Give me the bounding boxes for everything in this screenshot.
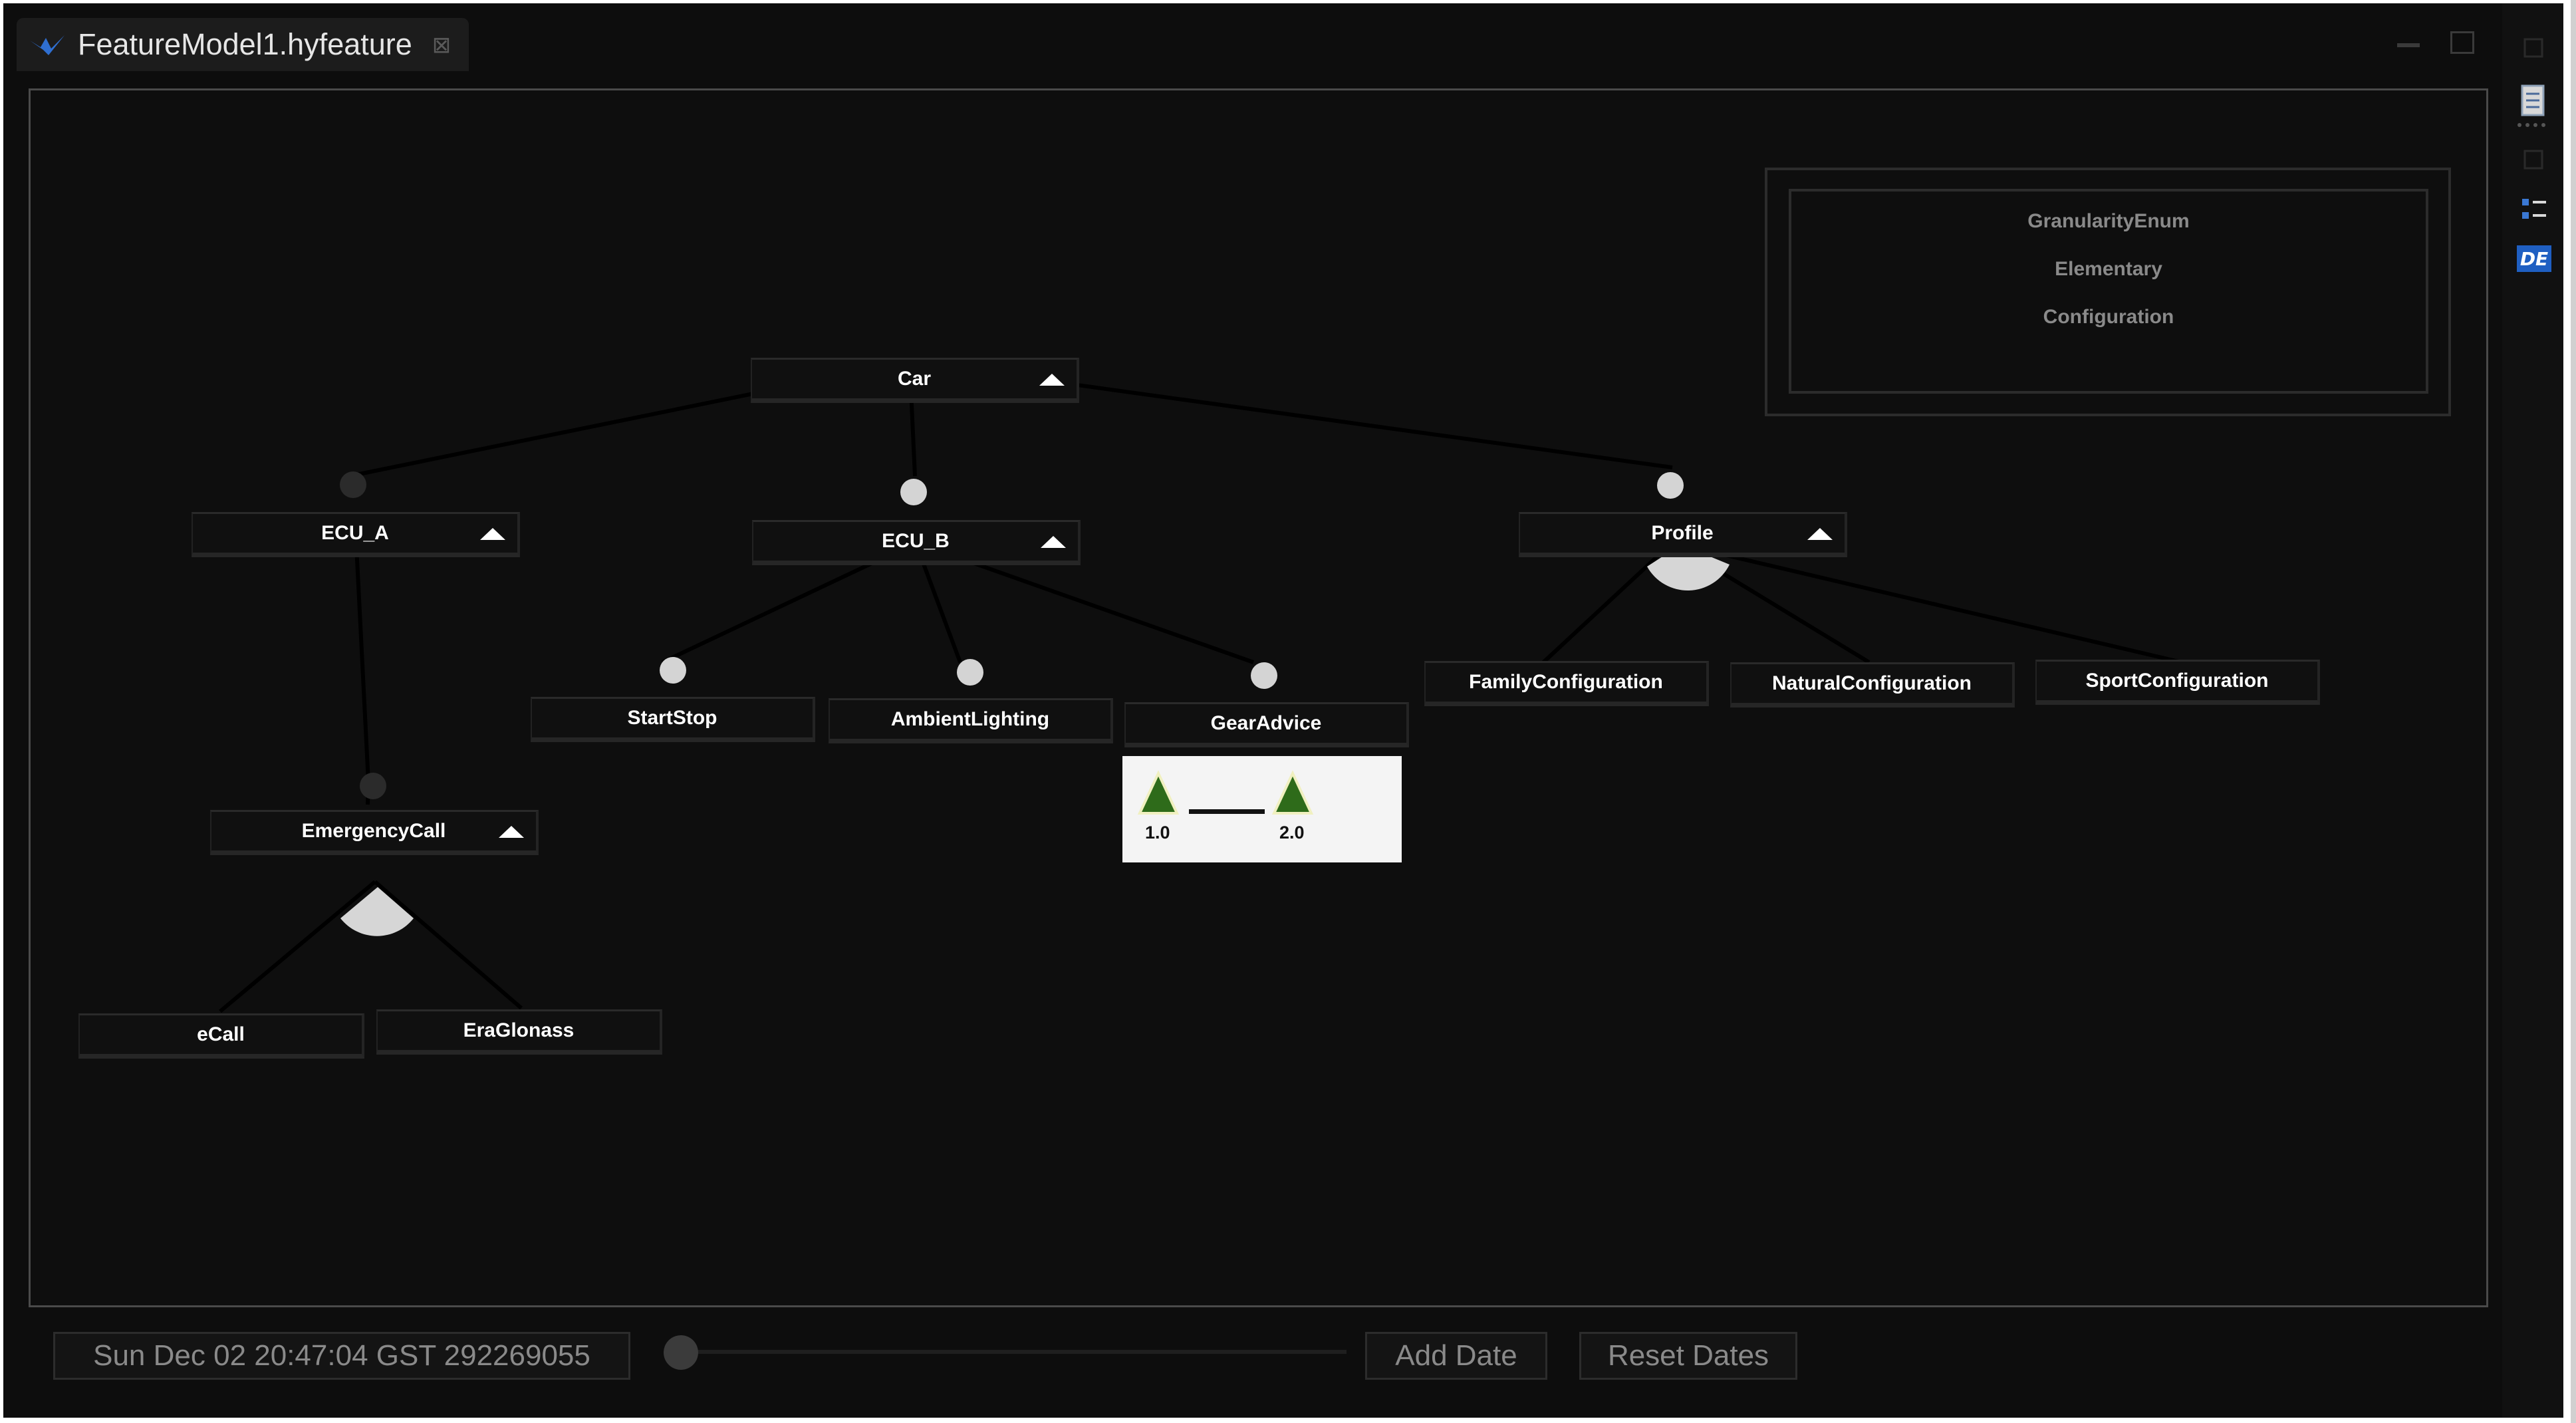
feature-node-emergencycall[interactable]: EmergencyCall — [210, 810, 539, 855]
optional-marker-startstop — [660, 657, 686, 684]
feature-node-ecu-a[interactable]: ECU_A — [192, 512, 520, 557]
feature-node-ecall[interactable]: eCall — [78, 1013, 364, 1059]
feature-label: ECU_A — [321, 522, 389, 544]
feature-label: SportConfiguration — [2085, 670, 2269, 692]
window-edge — [2571, 0, 2576, 1423]
collapse-arrow-icon[interactable] — [480, 528, 505, 540]
version-marker-icon[interactable] — [1136, 769, 1181, 817]
optional-marker-gearadvice — [1251, 662, 1277, 689]
feature-node-naturalconfiguration[interactable]: NaturalConfiguration — [1730, 662, 2015, 708]
legend-item: Elementary — [2055, 258, 2162, 280]
hyfeature-file-icon — [30, 35, 64, 55]
feature-label: Profile — [1651, 522, 1714, 544]
optional-marker-ecu-b — [900, 479, 927, 505]
gearadvice-version-panel: 1.0 2.0 — [1122, 756, 1402, 862]
right-toolbar: DE — [2502, 3, 2563, 1418]
feature-label: GearAdvice — [1210, 712, 1322, 734]
feature-label: eCall — [197, 1023, 245, 1045]
feature-label: NaturalConfiguration — [1772, 672, 1972, 694]
version-label: 2.0 — [1279, 823, 1305, 842]
de-icon[interactable]: DE — [2517, 245, 2551, 272]
legend-item: GranularityEnum — [2027, 210, 2190, 232]
collapse-arrow-icon[interactable] — [1807, 528, 1833, 540]
add-date-button[interactable]: Add Date — [1365, 1332, 1547, 1380]
collapsed-view-icon-2[interactable] — [2522, 148, 2545, 171]
feature-node-profile[interactable]: Profile — [1519, 512, 1847, 557]
version-label: 1.0 — [1145, 823, 1170, 842]
version-connector — [1189, 809, 1265, 814]
separator-dots-icon — [2517, 123, 2545, 127]
feature-label: AmbientLighting — [890, 708, 1050, 730]
document-icon[interactable] — [2518, 83, 2547, 118]
feature-label: Car — [897, 368, 932, 390]
feature-label: ECU_B — [882, 530, 950, 552]
feature-label: EraGlonass — [463, 1019, 575, 1041]
date-slider-track[interactable] — [688, 1350, 1347, 1354]
collapse-arrow-icon[interactable] — [1041, 536, 1066, 548]
optional-marker-profile — [1657, 472, 1684, 499]
feature-label: StartStop — [627, 707, 717, 729]
minimize-icon[interactable] — [2397, 43, 2420, 47]
collapse-arrow-icon[interactable] — [499, 826, 524, 838]
mandatory-marker-ecu-a — [340, 471, 366, 498]
editor-tab[interactable]: FeatureModel1.hyfeature ⊠ — [17, 18, 469, 71]
version-marker-icon[interactable] — [1270, 769, 1315, 817]
current-date-field[interactable]: Sun Dec 02 20:47:04 GST 292269055 — [53, 1332, 630, 1380]
reset-dates-button[interactable]: Reset Dates — [1579, 1332, 1797, 1380]
close-icon[interactable]: ⊠ — [432, 33, 451, 58]
feature-label: FamilyConfiguration — [1469, 671, 1663, 693]
optional-marker-ambientlighting — [957, 659, 983, 686]
feature-label: EmergencyCall — [301, 820, 446, 842]
collapsed-view-icon[interactable] — [2522, 37, 2545, 59]
outline-icon[interactable] — [2519, 195, 2549, 224]
date-slider-thumb[interactable] — [664, 1335, 698, 1370]
feature-node-car[interactable]: Car — [751, 358, 1079, 403]
mandatory-marker-emergencycall — [360, 773, 386, 799]
feature-node-startstop[interactable]: StartStop — [531, 697, 815, 742]
feature-node-ambientlighting[interactable]: AmbientLighting — [829, 698, 1113, 743]
legend-box — [1789, 189, 2428, 394]
feature-node-gearadvice[interactable]: GearAdvice — [1124, 702, 1409, 747]
feature-node-familyconfiguration[interactable]: FamilyConfiguration — [1424, 661, 1709, 706]
svg-text:DE: DE — [2520, 248, 2548, 270]
feature-node-sportconfiguration[interactable]: SportConfiguration — [2035, 660, 2320, 705]
feature-model-canvas[interactable]: Car ECU_A ECU_B Profile StartStop Ambien… — [29, 88, 2488, 1307]
legend-item: Configuration — [2043, 306, 2174, 328]
maximize-icon[interactable] — [2450, 31, 2474, 54]
feature-node-ecu-b[interactable]: ECU_B — [752, 520, 1081, 565]
editor-window: FeatureModel1.hyfeature ⊠ — [3, 3, 2563, 1418]
feature-node-eraglonass[interactable]: EraGlonass — [376, 1009, 662, 1055]
tab-title: FeatureModel1.hyfeature — [78, 27, 412, 61]
collapse-arrow-icon[interactable] — [1039, 374, 1065, 386]
legend-frame — [1765, 168, 2451, 416]
